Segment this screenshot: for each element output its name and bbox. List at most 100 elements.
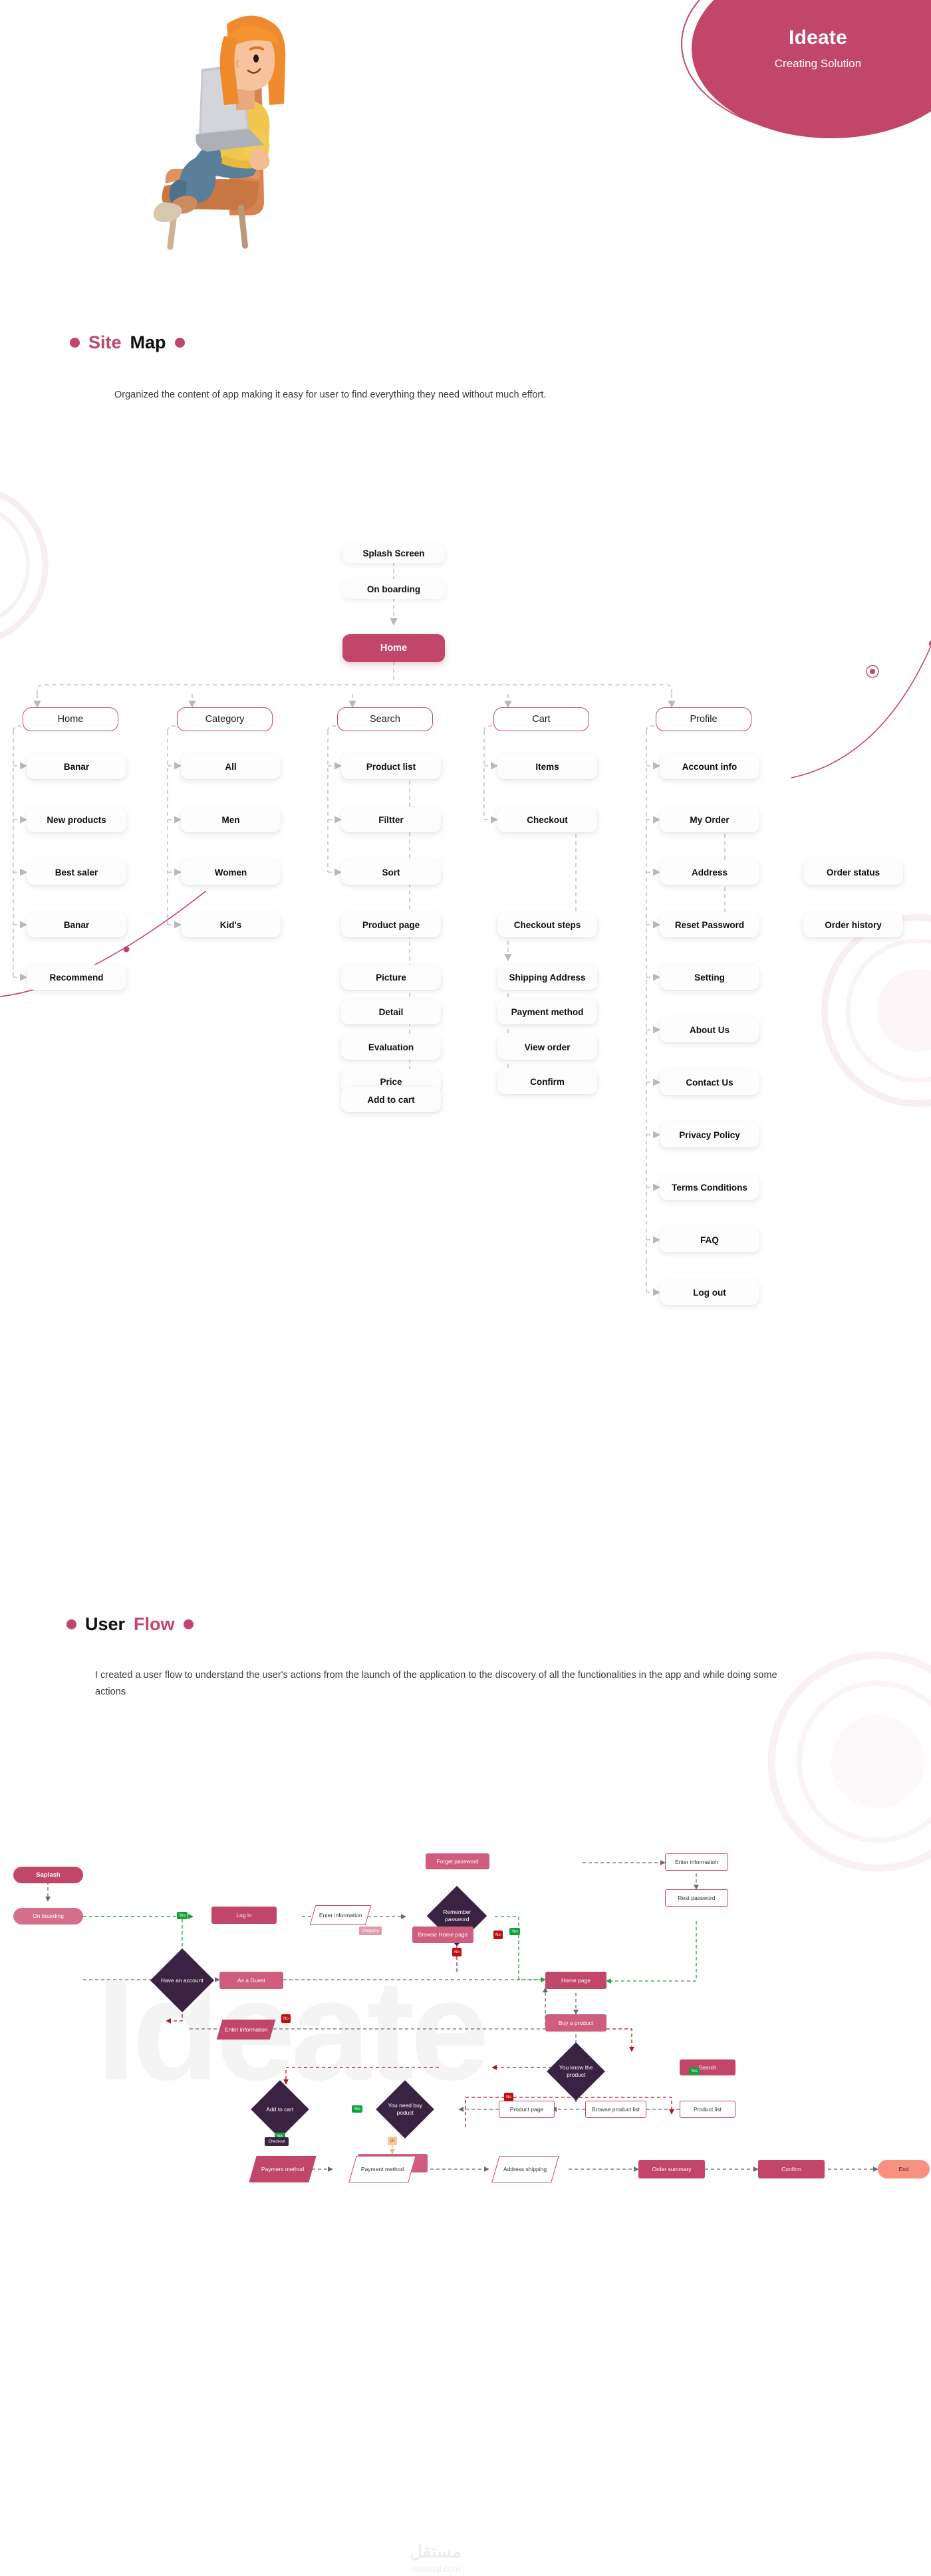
flow-node-order-summary[interactable]: Order summary: [638, 2160, 705, 2178]
node-label: FAQ: [700, 1234, 719, 1245]
sitemap-item-view-order[interactable]: View order: [497, 1034, 597, 1060]
node-label: On boarding: [366, 584, 421, 594]
node-label: About Us: [690, 1024, 730, 1035]
flow-node-on-boarding[interactable]: On boarding: [13, 1908, 83, 1925]
sitemap-item-all[interactable]: All: [181, 754, 281, 779]
sitemap-item-account-info[interactable]: Account info: [660, 754, 759, 779]
flow-node-end[interactable]: End: [878, 2160, 930, 2178]
node-label: Men: [221, 814, 240, 825]
sitemap-item-order-status[interactable]: Order status: [803, 860, 903, 885]
node-label: Product page: [509, 2105, 544, 2113]
sitemap-item-about-us[interactable]: About Us: [660, 1017, 759, 1042]
flow-node-enter-information-2[interactable]: Enter information: [665, 1853, 728, 1871]
edge-label-no-3: No: [281, 2014, 291, 2023]
flow-node-log-in[interactable]: Log in: [211, 1907, 277, 1924]
flow-node-product-list[interactable]: Product list: [680, 2101, 735, 2118]
flow-node-confirm[interactable]: Confirm: [758, 2160, 825, 2178]
node-label: Account info: [682, 761, 737, 772]
sitemap-item-confirm[interactable]: Confirm: [497, 1069, 597, 1094]
sitemap-title: Site Map: [70, 332, 185, 353]
sitemap-item-my-order[interactable]: My Order: [660, 807, 759, 832]
node-label: Items: [535, 761, 559, 772]
sitemap-column-header-home[interactable]: Home: [23, 707, 118, 731]
node-label: Payment method: [360, 2165, 404, 2172]
flow-node-browse-home-page[interactable]: Browse Home page: [412, 1927, 473, 1943]
sitemap-item-product-list[interactable]: Product list: [341, 754, 441, 779]
sitemap-item-items[interactable]: Items: [497, 754, 597, 779]
sitemap-item-reset-password[interactable]: Reset Password: [660, 912, 759, 937]
sitemap-item-product-page[interactable]: Product page: [341, 912, 441, 937]
sitemap-column-header-search[interactable]: Search: [337, 707, 433, 731]
flow-node-enter-information-1[interactable]: Enter information: [309, 1905, 372, 1925]
flow-node-forget-password[interactable]: Forget password: [426, 1853, 489, 1869]
node-label: Enter information: [675, 1858, 718, 1865]
flow-node-buy-a-product[interactable]: Buy a product: [545, 2014, 606, 2032]
edge-label-text: Shopping: [362, 1929, 379, 1933]
flow-node-address-shipping[interactable]: Address shipping: [491, 2156, 559, 2182]
node-label: Add to cart: [266, 2105, 294, 2113]
node-label: Enter information: [319, 1911, 362, 1919]
sitemap-item-privacy-policy[interactable]: Privacy Policy: [660, 1122, 759, 1147]
sitemap-node-splash-screen[interactable]: Splash Screen: [342, 543, 445, 563]
sitemap-item-kids[interactable]: Kid's: [181, 912, 281, 937]
edge-label-text: Checkout: [268, 2139, 285, 2144]
sitemap-item-setting[interactable]: Setting: [660, 965, 759, 990]
sitemap-item-payment-method[interactable]: Payment method: [497, 999, 597, 1024]
sitemap-item-faq[interactable]: FAQ: [660, 1227, 759, 1252]
sitemap-item-checkout[interactable]: Checkout: [497, 807, 597, 832]
sitemap-item-filtter[interactable]: Filtter: [341, 807, 441, 832]
flow-node-payment-method-1[interactable]: Payment method: [249, 2156, 317, 2182]
sitemap-item-order-history[interactable]: Order history: [803, 912, 903, 937]
node-label: Browse Home page: [418, 1931, 468, 1938]
flow-node-as-a-guest[interactable]: As a Guest: [219, 1972, 283, 1989]
sitemap-node-on-boarding[interactable]: On boarding: [342, 579, 445, 599]
sitemap-item-terms-conditions[interactable]: Terms Conditions: [660, 1175, 759, 1200]
sitemap-item-picture[interactable]: Picture: [341, 965, 441, 990]
sitemap-item-best-saler[interactable]: Best saler: [27, 860, 126, 885]
sitemap-item-evaluation[interactable]: Evaluation: [341, 1034, 441, 1060]
sitemap-column-header-category[interactable]: Category: [177, 707, 273, 731]
node-label: Shipping Address: [509, 972, 586, 983]
node-label: Log in: [236, 1911, 252, 1919]
edge-label-text: Yes: [354, 2107, 360, 2111]
node-label: Payment method: [511, 1006, 584, 1017]
node-label: Price: [380, 1076, 402, 1087]
sitemap-item-banar-1[interactable]: Banar: [27, 754, 126, 779]
flow-node-browse-product-list[interactable]: Browse product list: [585, 2101, 646, 2118]
sitemap-item-women[interactable]: Women: [181, 860, 281, 885]
node-label: Evaluation: [368, 1042, 414, 1052]
brand-title: Ideate: [789, 27, 847, 49]
flow-node-enter-information-3[interactable]: Enter information: [216, 2020, 276, 2040]
edge-label-text: Yes: [277, 2134, 283, 2139]
node-label: Checkout: [527, 814, 568, 825]
edge-label-no-2: No: [493, 1931, 503, 1939]
sitemap-title-dark: Map: [130, 332, 166, 352]
node-label: Product list: [693, 2105, 722, 2113]
sitemap-item-detail[interactable]: Detail: [341, 999, 441, 1024]
sitemap-node-home-hub[interactable]: Home: [342, 634, 445, 662]
sitemap-item-contact-us[interactable]: Contact Us: [660, 1070, 759, 1095]
sitemap-item-log-out[interactable]: Log out: [660, 1280, 759, 1305]
flow-node-product-page[interactable]: Product page: [499, 2101, 555, 2118]
sitemap-item-sort[interactable]: Sort: [341, 860, 441, 885]
node-label: Confirm: [781, 2165, 801, 2172]
flow-node-saplash[interactable]: Saplash: [13, 1867, 83, 1883]
sitemap-column-header-profile[interactable]: Profile: [656, 707, 751, 731]
edge-label-or: Or: [388, 2137, 397, 2145]
sitemap-item-shipping-address[interactable]: Shipping Address: [497, 965, 597, 990]
brand-badge: Ideate Creating Solution: [681, 0, 931, 138]
sitemap-item-men[interactable]: Men: [181, 807, 281, 832]
flow-node-home-page[interactable]: Home page: [545, 1972, 606, 1989]
sitemap-item-recommend[interactable]: Recommend: [27, 965, 126, 990]
sitemap-item-new-products[interactable]: New products: [27, 807, 126, 832]
sitemap-item-checkout-steps[interactable]: Checkout steps: [497, 912, 597, 937]
flow-node-search[interactable]: Search: [680, 2059, 735, 2075]
sitemap-column-header-cart[interactable]: Cart: [493, 707, 589, 731]
sitemap-item-add-to-cart[interactable]: Add to cart: [341, 1087, 441, 1112]
flow-node-payment-method-2[interactable]: Payment method: [348, 2156, 416, 2182]
flow-node-rest-password[interactable]: Rest password: [665, 1889, 728, 1907]
edge-label-text: Yes: [511, 1929, 518, 1934]
sitemap-item-banar-2[interactable]: Banar: [27, 912, 126, 937]
sitemap-item-address[interactable]: Address: [660, 860, 759, 885]
node-label: Reset Password: [674, 919, 745, 930]
